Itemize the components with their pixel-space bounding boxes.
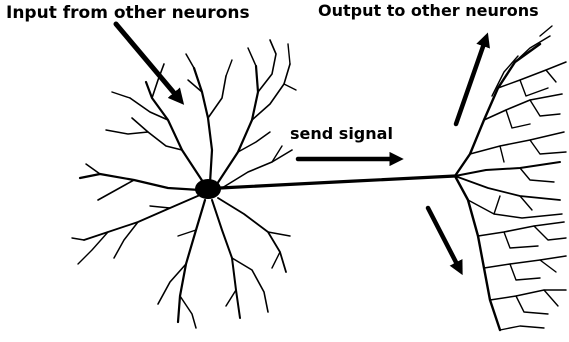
output-arrow-up <box>456 38 486 124</box>
output-arrow-down <box>428 208 460 270</box>
axon-terminals <box>455 26 566 330</box>
input-label: Input from other neurons <box>6 5 250 22</box>
send-signal-label: send signal <box>290 126 393 142</box>
axon <box>220 176 455 188</box>
cell-body <box>195 179 221 199</box>
output-label: Output to other neurons <box>318 3 539 19</box>
dendrites <box>72 40 296 328</box>
